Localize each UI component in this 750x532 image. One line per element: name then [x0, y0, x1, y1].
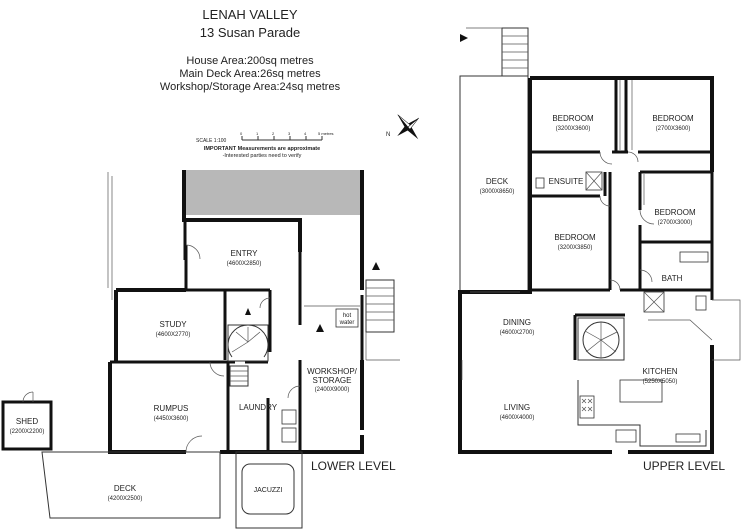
exterior-stairs-upper	[466, 27, 529, 77]
plan-header: LENAH VALLEY 13 Susan Parade House Area:…	[160, 7, 341, 93]
scale-tick-2: 2	[272, 131, 275, 136]
scale-tick-3: 3	[288, 131, 291, 136]
room-label-study: STUDY	[159, 320, 187, 329]
room-dims-upper-deck: (3000X8650)	[480, 189, 515, 195]
room-dims-kitchen: (5250X5050)	[643, 379, 678, 385]
lower-level-label: LOWER LEVEL	[311, 459, 396, 473]
washing-machine-space	[281, 427, 297, 443]
ensuite-toilet	[535, 177, 545, 189]
room-label-shed: SHED	[16, 417, 38, 426]
room-label-dining: DINING	[503, 318, 531, 327]
room-label-entry: ENTRY	[231, 249, 259, 258]
room-label-living: LIVING	[504, 403, 530, 412]
cooktop-burners	[581, 398, 593, 412]
spiral-stair-upper	[577, 317, 625, 361]
room-dims-entry: (4600X2850)	[227, 261, 262, 267]
important-note-line1: IMPORTANT Measurements are approximate	[204, 146, 320, 152]
kitchen-counter	[675, 433, 701, 443]
room-dims-study: (4600X2770)	[156, 332, 191, 338]
workshop-arrow-icon	[316, 324, 324, 332]
kitchen-sink	[615, 429, 637, 443]
house-area-text: House Area:200sq metres	[186, 55, 314, 67]
bath-toilet	[695, 295, 707, 311]
room-dims-shed: (2200X2200)	[10, 429, 45, 435]
scale-tick-1: 1	[256, 131, 259, 136]
room-dims-rumpus: (4450X3600)	[154, 416, 189, 422]
room-label-jacuzzi: JACUZZI	[254, 487, 283, 494]
laundry-tub	[281, 409, 297, 425]
upper-entry-arrow-icon	[460, 34, 468, 42]
upper-level-label: UPPER LEVEL	[643, 459, 725, 473]
room-label-upper-deck: DECK	[486, 177, 509, 186]
room-label-bedroom1: BEDROOM	[552, 114, 594, 123]
hot-water-label-line1: hot	[343, 313, 352, 319]
scale-bar: SCALE 1:100 0 1 2 3 4 5 metres IMPORTANT…	[196, 131, 334, 159]
important-note-line2: -Interested parties need to verify	[223, 153, 302, 159]
room-dims-bedroom1: (3200X3600)	[556, 126, 591, 132]
underfloor-area	[184, 170, 362, 215]
lower-deck-outline	[41, 451, 221, 519]
jacuzzi-surround	[235, 451, 303, 529]
hot-water-label-line2: water	[339, 320, 355, 326]
kitchen-island	[619, 379, 663, 403]
room-dims-lower-deck: (4200X2500)	[108, 496, 143, 502]
room-dims-bedroom4: (3200X3850)	[558, 245, 593, 251]
room-label-bedroom3: BEDROOM	[654, 208, 696, 217]
shed-outline	[1, 400, 53, 451]
room-dims-workshop: (2400X9000)	[315, 387, 350, 393]
lower-level-plan: hot water	[1, 170, 400, 529]
exterior-stairs-lower	[365, 279, 400, 361]
scale-tick-5: 5 metres	[318, 131, 334, 136]
room-dims-bedroom3: (2700X3000)	[658, 220, 693, 226]
stairs-lower-inner	[229, 365, 249, 387]
room-dims-living: (4600X4000)	[500, 415, 535, 421]
upper-level-plan: BEDROOM (3200X3600) BEDROOM (2700X3600) …	[458, 27, 741, 473]
deck-area-text: Main Deck Area:26sq metres	[179, 68, 321, 80]
entry-arrow-icon	[372, 262, 380, 270]
room-label-workshop: WORKSHOP/	[307, 367, 358, 376]
room-label-rumpus: RUMPUS	[154, 404, 189, 413]
room-dims-dining: (4600X2700)	[500, 330, 535, 336]
scale-label: SCALE 1:100	[196, 138, 227, 144]
jacuzzi-tub	[241, 463, 295, 515]
room-label-bedroom2: BEDROOM	[652, 114, 694, 123]
hot-water-unit	[335, 308, 359, 328]
room-label-bedroom4: BEDROOM	[554, 233, 596, 242]
room-label-lower-deck: DECK	[114, 484, 137, 493]
scale-tick-0: 0	[240, 131, 243, 136]
bath-vanity	[679, 251, 709, 263]
scale-tick-4: 4	[304, 131, 307, 136]
room-dims-bedroom2: (2700X3600)	[656, 126, 691, 132]
address-title: 13 Susan Parade	[200, 25, 300, 40]
room-label-laundry: LAUNDRY	[239, 403, 278, 412]
room-label-storage: STORAGE	[313, 376, 352, 385]
room-label-kitchen: KITCHEN	[642, 367, 677, 376]
room-label-ensuite: ENSUITE	[549, 177, 584, 186]
spiral-stair-lower	[227, 308, 269, 362]
compass-north-label: N	[386, 132, 390, 138]
north-compass-icon	[397, 114, 419, 140]
suburb-title: LENAH VALLEY	[202, 7, 297, 22]
workshop-area-text: Workshop/Storage Area:24sq metres	[160, 81, 341, 93]
room-label-bath: BATH	[662, 274, 683, 283]
